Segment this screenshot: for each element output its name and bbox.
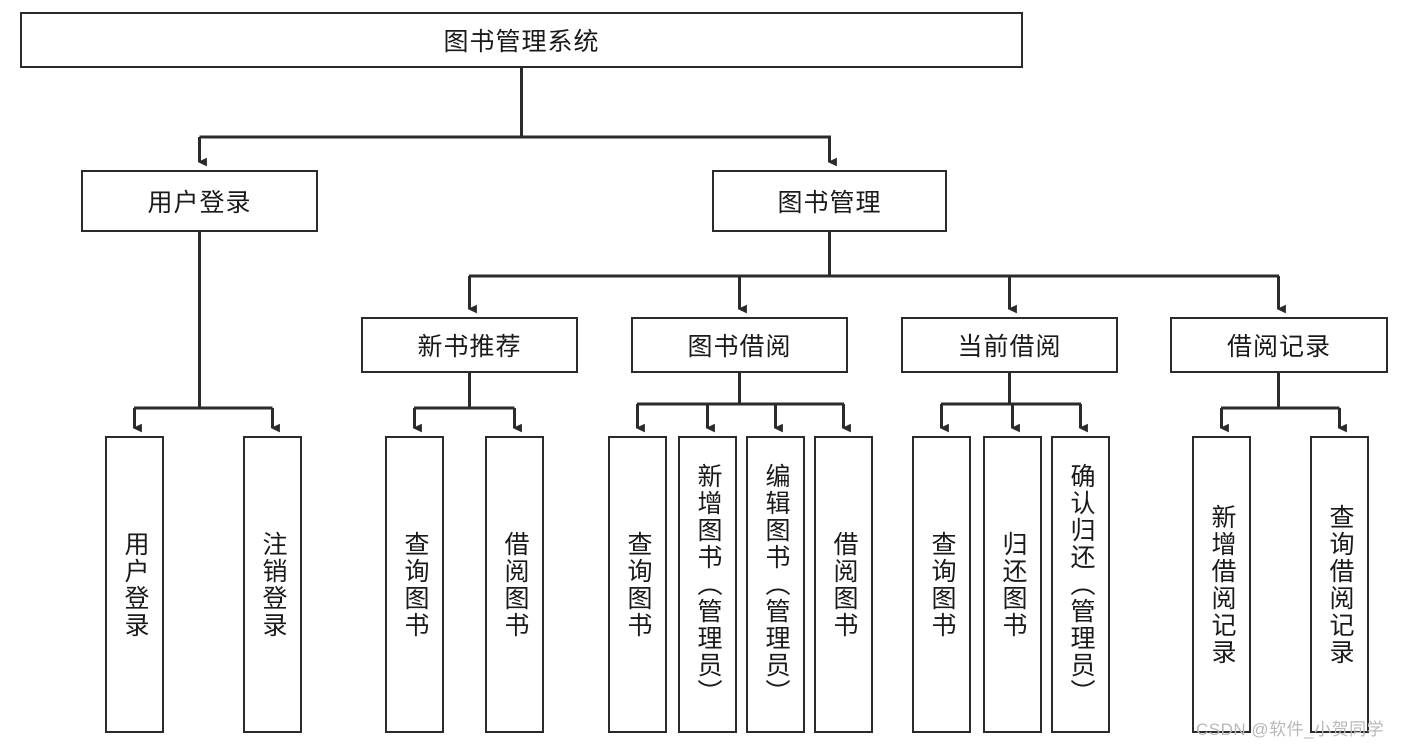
node-leaf-confirm-return-admin[interactable]: 确认归还（管理员） (1051, 436, 1110, 733)
node-label: 图书管理系统 (443, 28, 600, 56)
node-label: 注销登录 (259, 530, 287, 639)
node-leaf-borrow-book-1[interactable]: 借阅图书 (485, 436, 544, 733)
node-leaf-borrow-book-2[interactable]: 借阅图书 (814, 436, 873, 733)
node-leaf-query-borrow-record[interactable]: 查询借阅记录 (1310, 436, 1369, 733)
node-book-borrowing[interactable]: 图书借阅 (631, 317, 848, 373)
node-new-book-recommendation[interactable]: 新书推荐 (361, 317, 578, 373)
node-label: 确认归还（管理员） (1067, 463, 1095, 706)
node-borrow-records[interactable]: 借阅记录 (1170, 317, 1388, 373)
node-leaf-edit-book-admin[interactable]: 编辑图书（管理员） (746, 436, 805, 733)
node-book-management[interactable]: 图书管理 (712, 170, 947, 232)
node-label: 用户登录 (147, 189, 252, 217)
node-label: 借阅图书 (830, 530, 858, 639)
node-label: 图书管理 (777, 189, 882, 217)
node-label: 借阅图书 (501, 530, 529, 639)
node-leaf-user-login[interactable]: 用户登录 (105, 436, 164, 733)
node-label: 新增借阅记录 (1208, 503, 1236, 666)
node-current-borrowing[interactable]: 当前借阅 (901, 317, 1118, 373)
node-leaf-query-book-1[interactable]: 查询图书 (385, 436, 444, 733)
node-leaf-query-book-3[interactable]: 查询图书 (912, 436, 971, 733)
node-label: 当前借阅 (957, 333, 1062, 361)
node-label: 归还图书 (999, 530, 1027, 639)
node-leaf-return-book[interactable]: 归还图书 (983, 436, 1042, 733)
node-label: 编辑图书（管理员） (762, 463, 790, 706)
node-root-system[interactable]: 图书管理系统 (20, 12, 1023, 68)
node-leaf-add-borrow-record[interactable]: 新增借阅记录 (1192, 436, 1251, 733)
node-user-login[interactable]: 用户登录 (81, 170, 318, 232)
node-label: 借阅记录 (1226, 333, 1331, 361)
node-label: 新书推荐 (417, 333, 522, 361)
node-leaf-query-book-2[interactable]: 查询图书 (608, 436, 667, 733)
node-label: 新增图书（管理员） (694, 463, 722, 706)
node-leaf-add-book-admin[interactable]: 新增图书（管理员） (678, 436, 737, 733)
node-label: 查询借阅记录 (1326, 503, 1354, 666)
node-label: 查询图书 (401, 530, 429, 639)
node-label: 查询图书 (928, 530, 956, 639)
node-label: 查询图书 (624, 530, 652, 639)
node-label: 图书借阅 (687, 333, 792, 361)
node-leaf-logout[interactable]: 注销登录 (243, 436, 302, 733)
node-label: 用户登录 (121, 530, 149, 639)
csdn-watermark: CSDN @软件_小贺同学 (1196, 720, 1385, 739)
